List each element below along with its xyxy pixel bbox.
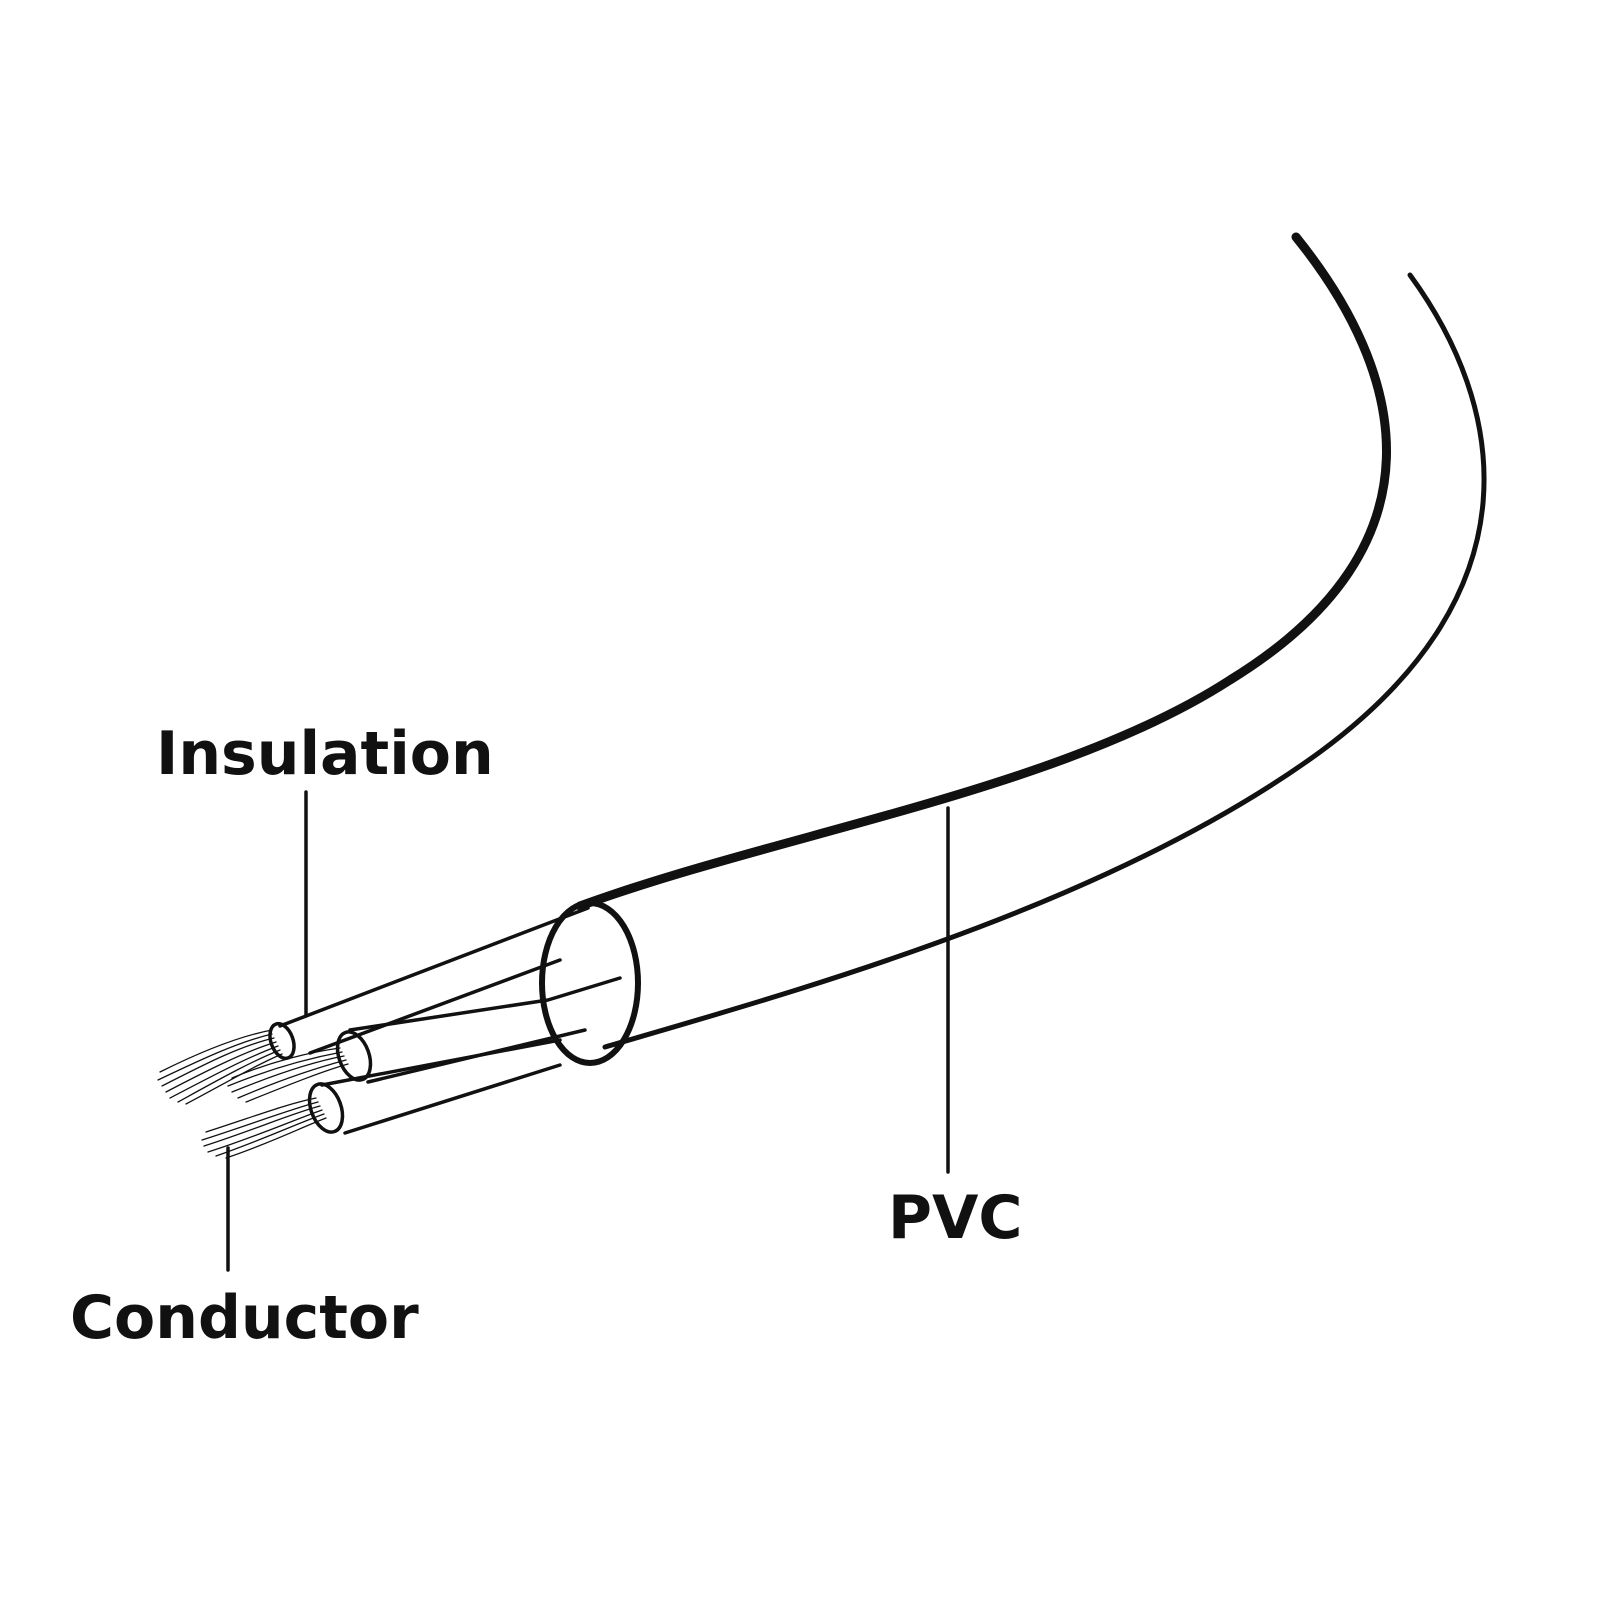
insulation-label: Insulation	[156, 719, 494, 789]
jacket-upper-edge	[575, 232, 1391, 911]
insulated-wires	[268, 906, 622, 1135]
pvc-jacket	[539, 232, 1487, 1066]
conductor-label: Conductor	[70, 1283, 419, 1353]
pvc-label: PVC	[888, 1183, 1023, 1253]
jacket-lower-edge	[602, 272, 1487, 1050]
conductor-strands	[157, 1029, 349, 1159]
wire-bottom-end	[307, 1082, 345, 1134]
wire-bottom-lower-edge	[343, 1063, 562, 1135]
wire-top-upper-edge	[278, 906, 590, 1028]
jacket-cut-face	[539, 900, 641, 1066]
wire-middle-upper-edge	[348, 976, 622, 1032]
wire-top-lower-edge	[308, 958, 562, 1055]
wire-bottom-upper-edge	[320, 1038, 562, 1087]
